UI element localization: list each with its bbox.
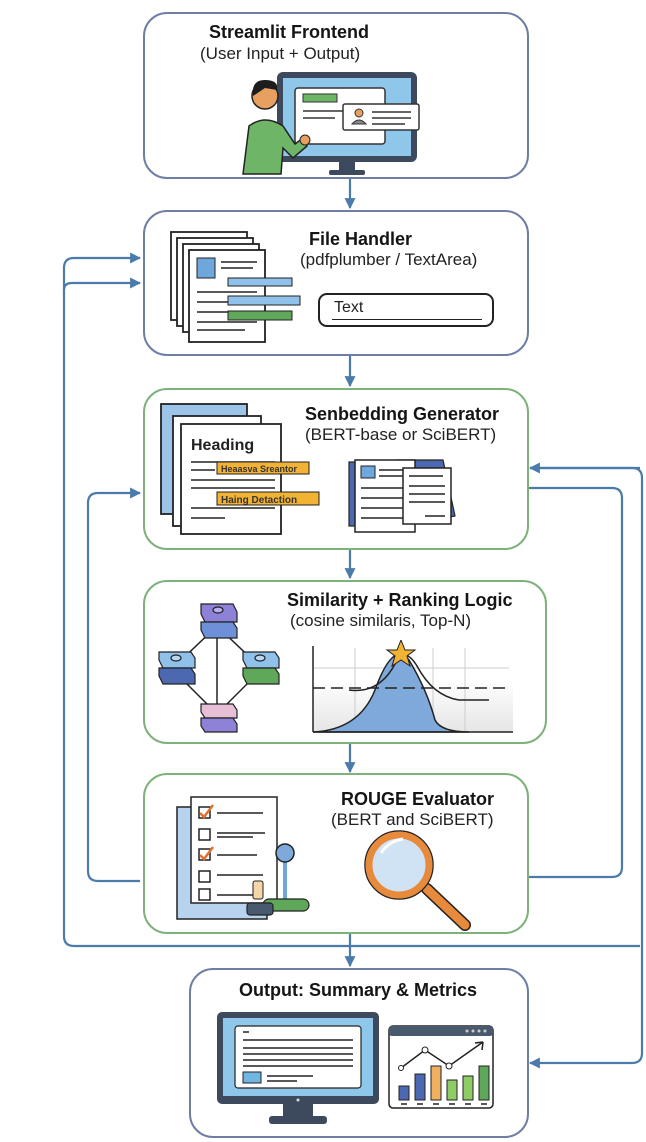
text-field-label: Text bbox=[334, 299, 364, 316]
magnifying-glass-icon bbox=[364, 830, 471, 931]
edge-loop-left-second bbox=[62, 277, 142, 291]
edge-loop-inner-right bbox=[528, 486, 624, 879]
node-rouge-evaluator: ROUGE Evaluator (BERT and SciBERT) bbox=[143, 773, 529, 934]
document-stack-icon bbox=[170, 231, 301, 343]
edge-loop-outer-right-top bbox=[528, 466, 644, 1069]
node-subtitle: (BERT-base or SciBERT) bbox=[305, 425, 497, 444]
edge-loop-outer-left bbox=[62, 252, 640, 948]
vector-graph-icon bbox=[158, 603, 280, 733]
node-output-summary-metrics: Output: Summary & Metrics bbox=[189, 968, 529, 1138]
node-title: Similarity + Ranking Logic bbox=[287, 590, 513, 610]
node-subtitle: (BERT and SciBERT) bbox=[331, 810, 494, 829]
node-title: Senbedding Generator bbox=[305, 404, 500, 424]
node-subtitle: (cosine similaris, Top-N) bbox=[290, 611, 472, 630]
doc-heading: Heading bbox=[191, 437, 254, 454]
tag-2: Haing Detaction bbox=[221, 495, 297, 506]
document-heading-detection-icon: Heading Heaasva Sreantor Haing Detaction bbox=[160, 403, 320, 535]
metrics-chart-icon bbox=[388, 1025, 494, 1109]
node-streamlit-frontend: Streamlit Frontend (User Input + Output) bbox=[143, 12, 529, 179]
text-input-field: Text bbox=[318, 293, 494, 327]
node-title: Output: Summary & Metrics bbox=[239, 980, 478, 1000]
node-title: Streamlit Frontend bbox=[209, 22, 370, 42]
node-subtitle: (User Input + Output) bbox=[200, 44, 361, 63]
node-title: ROUGE Evaluator bbox=[341, 789, 495, 809]
node-embedding-generator: Senbedding Generator (BERT-base or SciBE… bbox=[143, 388, 529, 550]
checklist-icon bbox=[176, 796, 310, 920]
node-file-handler: File Handler (pdfplumber / TextArea) Tex… bbox=[143, 210, 529, 356]
similarity-distribution-chart-icon bbox=[312, 640, 513, 733]
node-similarity-ranking: Similarity + Ranking Logic (cosine simil… bbox=[143, 580, 547, 744]
document-pair-icon bbox=[348, 459, 456, 533]
node-title: File Handler bbox=[309, 229, 413, 249]
monitor-summary-icon bbox=[217, 1012, 379, 1124]
edge-loop-inner-left bbox=[86, 487, 142, 883]
tag-1: Heaasva Sreantor bbox=[221, 464, 298, 474]
node-subtitle: (pdfplumber / TextArea) bbox=[300, 250, 478, 269]
user-at-monitor-icon bbox=[242, 72, 420, 175]
